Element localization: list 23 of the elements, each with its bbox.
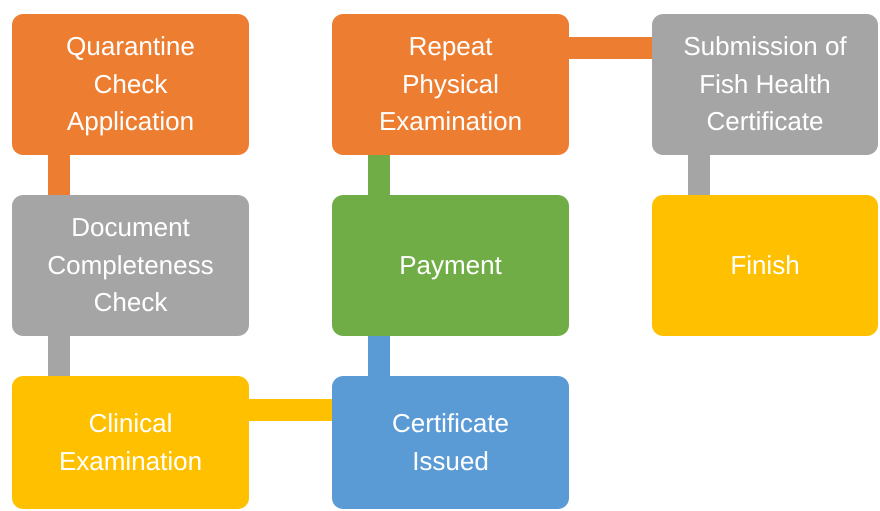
connector-bar — [368, 336, 390, 376]
process-box — [12, 14, 249, 155]
box-label: Submission of Fish Health Certificate — [682, 30, 848, 138]
connector-bar — [569, 37, 652, 59]
process-box — [652, 14, 878, 155]
connector-bar — [249, 399, 332, 421]
box-label: Repeat Physical Examination — [378, 30, 524, 138]
process-box — [332, 195, 569, 336]
connector-bar — [48, 336, 70, 376]
box-label: Payment — [399, 248, 502, 282]
box-label: Clinical Examination — [58, 406, 204, 478]
box-label: Certificate Issued — [390, 406, 510, 478]
box-label: Document Completeness Check — [46, 210, 215, 320]
process-box — [332, 376, 569, 509]
box-label: Quarantine Check Application — [65, 30, 196, 138]
process-box — [12, 376, 249, 509]
process-box — [12, 195, 249, 336]
connector-bar — [688, 155, 710, 195]
process-box — [652, 195, 878, 336]
box-label: Finish — [730, 248, 800, 282]
process-box — [332, 14, 569, 155]
connector-bar — [48, 155, 70, 195]
connector-bar — [368, 155, 390, 195]
